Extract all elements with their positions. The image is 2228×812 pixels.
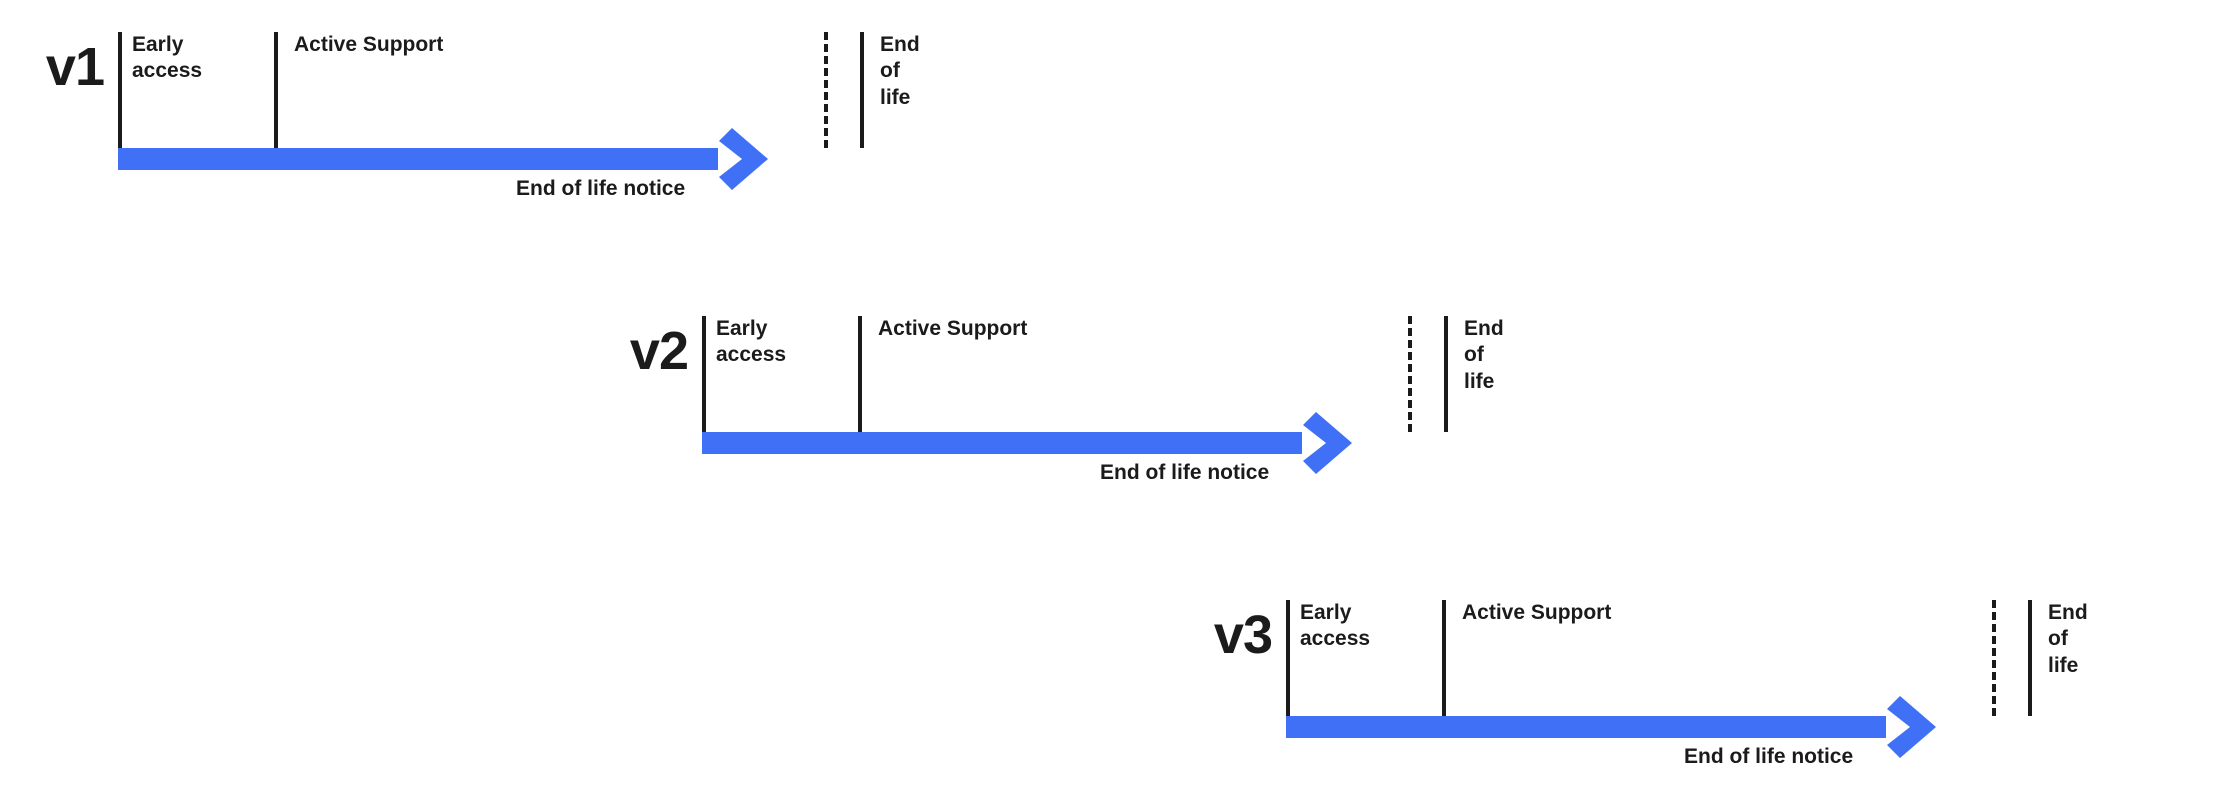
divider-tick-eol-notice-tick-v3 (1992, 600, 1996, 716)
phase-label-end-of-life-v1: End of life (880, 33, 920, 109)
divider-tick-eol-notice-tick-v2 (1408, 316, 1412, 432)
phase-label-active-support-v1: Active Support (294, 33, 444, 56)
timeline-bar-v1 (118, 148, 718, 170)
phase-label-early-access-v2: Early access (716, 317, 787, 367)
end-of-life-notice-label-v2: End of life notice (1100, 461, 1270, 484)
phase-label-end-of-life-v2: End of life (1464, 317, 1504, 393)
version-label-v3: v3 (1213, 605, 1273, 665)
phase-label-early-access-v3: Early access (1300, 601, 1371, 651)
version-label-v1: v1 (45, 37, 105, 97)
end-of-life-notice-label-v3: End of life notice (1684, 745, 1854, 768)
arrow-right-icon (1880, 690, 1954, 764)
phase-label-active-support-v2: Active Support (878, 317, 1028, 340)
version-label-v2: v2 (629, 321, 689, 381)
divider-tick-end-of-life-v2 (1444, 316, 1448, 432)
timeline-bar-v2 (702, 432, 1302, 454)
divider-tick-early-access-v3 (1286, 600, 1290, 716)
phase-label-end-of-life-v3: End of life (2048, 601, 2088, 677)
divider-tick-end-of-life-v1 (860, 32, 864, 148)
divider-tick-active-support-v1 (274, 32, 278, 148)
timeline-bar-v3 (1286, 716, 1886, 738)
end-of-life-notice-label-v1: End of life notice (516, 177, 686, 200)
divider-tick-end-of-life-v3 (2028, 600, 2032, 716)
divider-tick-active-support-v3 (1442, 600, 1446, 716)
arrow-right-icon (712, 122, 786, 196)
divider-tick-early-access-v1 (118, 32, 122, 148)
divider-tick-early-access-v2 (702, 316, 706, 432)
divider-tick-eol-notice-tick-v1 (824, 32, 828, 148)
divider-tick-active-support-v2 (858, 316, 862, 432)
arrow-right-icon (1296, 406, 1370, 480)
phase-label-early-access-v1: Early access (132, 33, 203, 83)
phase-label-active-support-v3: Active Support (1462, 601, 1612, 624)
